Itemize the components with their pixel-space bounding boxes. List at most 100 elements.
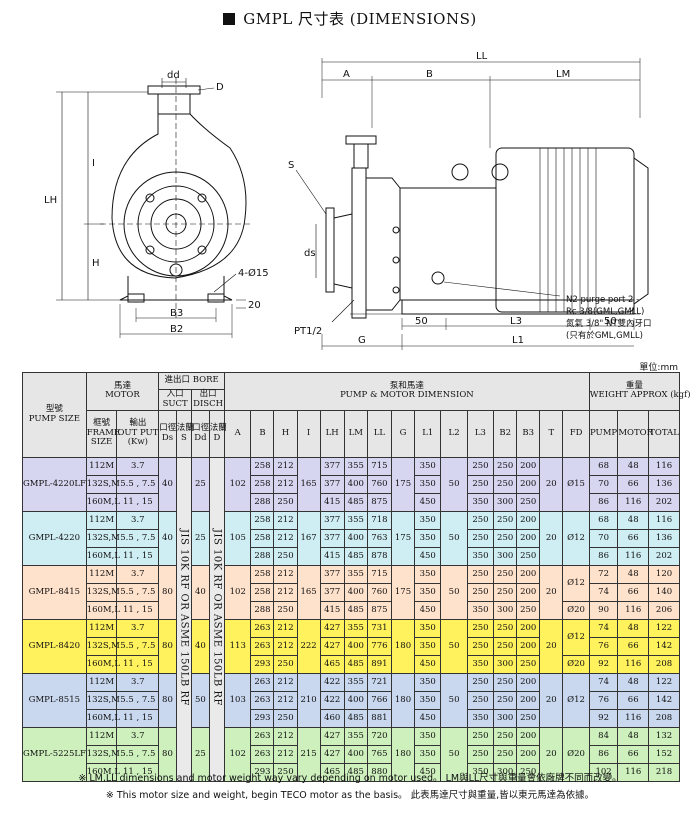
header-dim-lh: LH	[319, 409, 345, 458]
cell-total-weight: 132	[648, 726, 680, 746]
cell-h: 250	[273, 492, 298, 512]
cell-b3: 200	[516, 474, 541, 494]
cell-ds: 80	[158, 564, 177, 620]
cell-b2: 300	[493, 762, 518, 782]
cell-t: 20	[539, 510, 564, 566]
cell-pump-weight: 76	[588, 636, 619, 656]
cell-ll: 715	[366, 564, 392, 584]
cell-kw: 11 , 15	[116, 762, 160, 782]
header-line: MOTOR	[105, 390, 140, 401]
label-50-left: 50	[415, 316, 428, 327]
cell-disch-flange: JIS 10K RF OR ASME 150LB RF	[208, 456, 226, 782]
cell-total-weight: 122	[648, 672, 680, 692]
header-dim-l3: L3	[466, 409, 495, 458]
cell-kw: 5.5 , 7.5	[116, 636, 160, 656]
header-line: 框號	[93, 417, 111, 428]
footnote-1: ※ LM,LL dimensions and motor weight way …	[78, 773, 622, 784]
cell-total-weight: 140	[648, 582, 680, 602]
cell-kw: 3.7	[116, 564, 160, 584]
cell-b3: 200	[516, 690, 541, 710]
cell-frame: 132S,M	[85, 744, 120, 764]
cell-l1: 450	[414, 600, 442, 620]
cell-b: 258	[250, 564, 275, 584]
cell-b2: 250	[493, 456, 518, 476]
side-purge-port	[431, 271, 445, 285]
side-motor-body	[495, 147, 635, 313]
cell-l1: 350	[414, 690, 442, 710]
cell-h: 250	[273, 546, 298, 566]
cell-total-weight: 142	[648, 636, 680, 656]
cell-motor-weight: 48	[617, 564, 650, 584]
cell-frame: 160M,L	[85, 708, 120, 728]
cell-lh: 427	[319, 726, 345, 746]
label-pt: PT1/2	[294, 326, 322, 337]
cell-g: 180	[390, 726, 416, 782]
cell-model: GMPL-5225LF	[22, 726, 87, 782]
header-line: SIZE	[90, 437, 113, 448]
cell-kw: 5.5 , 7.5	[116, 744, 160, 764]
cell-fd: Ø12	[562, 564, 590, 602]
cell-kw: 11 , 15	[116, 708, 160, 728]
header-line: 泵和馬達	[389, 380, 424, 391]
cell-b2: 300	[493, 600, 518, 620]
cell-kw: 5.5 , 7.5	[116, 690, 160, 710]
cell-kw: 3.7	[116, 726, 160, 746]
cell-frame: 112M	[85, 510, 118, 530]
header-line: 出口	[199, 389, 217, 399]
cell-lh: 427	[319, 744, 345, 764]
cell-b3: 200	[516, 672, 541, 692]
cell-ll: 776	[366, 636, 392, 656]
side-volute	[351, 167, 367, 319]
cell-b: 293	[250, 654, 275, 674]
cell-l3: 250	[466, 690, 495, 710]
cell-l3: 250	[466, 582, 495, 602]
cell-frame: 112M	[85, 672, 118, 692]
side-suction-flange	[325, 207, 335, 293]
cell-fd: Ø20	[562, 654, 590, 674]
cell-lm: 355	[343, 672, 368, 692]
cell-b2: 300	[493, 492, 518, 512]
cell-lh: 422	[319, 690, 345, 710]
cell-kw: 11 , 15	[116, 546, 160, 566]
header-line: PUMP SIZE	[28, 413, 80, 424]
cell-t: 20	[539, 456, 564, 512]
cell-fd: Ø12	[562, 510, 590, 566]
cell-pump-weight: 74	[588, 618, 619, 638]
header-line: 型號	[45, 404, 63, 414]
cell-lm: 400	[343, 474, 368, 494]
cell-i: 215	[296, 726, 321, 782]
label-l1: L1	[512, 335, 524, 346]
cell-ll: 760	[366, 582, 392, 602]
cell-pump-weight: 74	[588, 582, 619, 602]
cell-b2: 250	[493, 474, 518, 494]
cell-l2: 50	[440, 672, 468, 728]
cell-b3: 250	[516, 654, 541, 674]
header-dim-l1: L1	[414, 409, 442, 458]
cell-pump-weight: 90	[588, 600, 619, 620]
cell-kw: 11 , 15	[116, 492, 160, 512]
cell-g: 175	[390, 510, 416, 566]
cell-frame: 112M	[85, 726, 118, 746]
cell-b2: 250	[493, 528, 518, 548]
side-lifting-eye-2	[491, 163, 509, 181]
cell-b2: 250	[493, 582, 518, 602]
title-text: GMPL 尺寸表 (DIMENSIONS)	[243, 10, 477, 28]
label-ds: ds	[304, 248, 316, 259]
cell-h: 212	[273, 744, 298, 764]
label-50-right: 50	[604, 316, 617, 327]
cell-lm: 355	[343, 726, 368, 746]
cell-pump-weight: 70	[588, 528, 619, 548]
cell-b3: 200	[516, 564, 541, 584]
header-line: 重量	[625, 380, 643, 391]
cell-frame: 132S,M	[85, 528, 120, 548]
cell-kw: 3.7	[116, 618, 160, 638]
cell-l1: 350	[414, 744, 442, 764]
label-s: S	[288, 160, 294, 171]
